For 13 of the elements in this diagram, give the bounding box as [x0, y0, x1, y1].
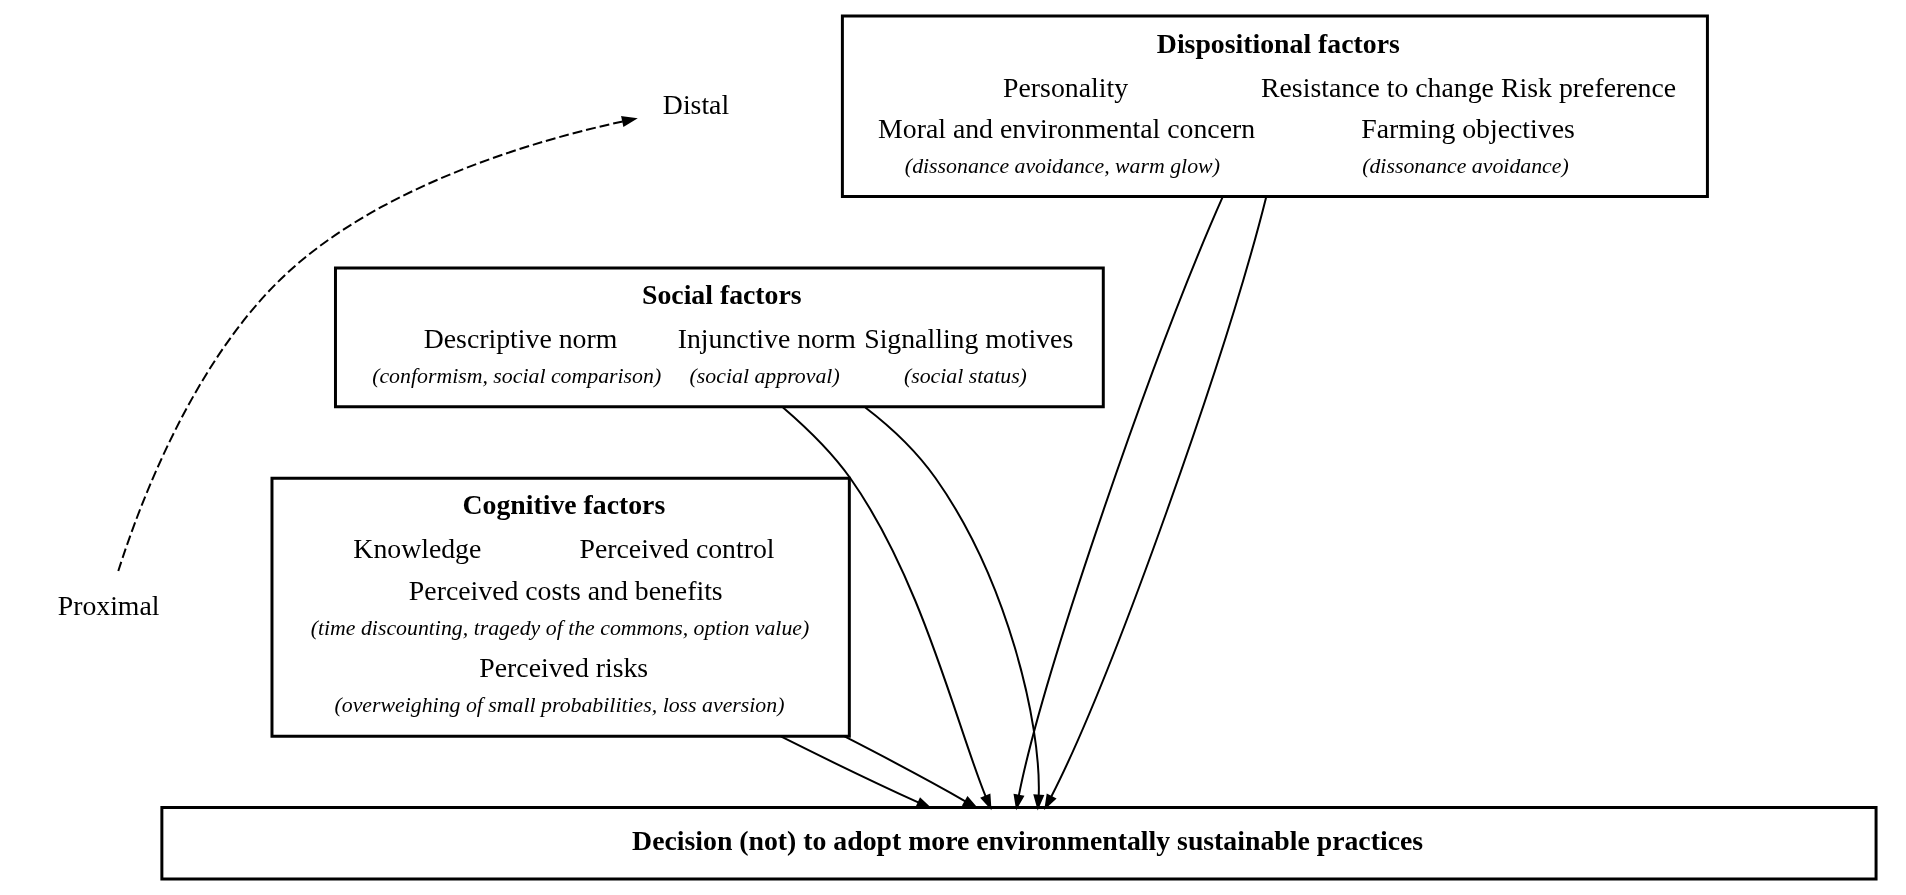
node-box: Cognitive factors Knowledge Perceived control Perceived costs and benefits (time discounting, tragedy of the commons, option value) Perceived risks (overweighing of small probabilities, loss aversion) — [270, 476, 851, 738]
node-box: Decision (not) to adopt more environmentally sustainable practices — [160, 806, 1878, 881]
arrow — [117, 116, 638, 573]
arrow — [1044, 195, 1268, 810]
node-box: Social factors Descriptive norm Injunctive norm Signalling motives (conformism, social comparison) (social approval) (social status) — [334, 266, 1105, 409]
node-box: Dispositional factors Personality Resistance to change Risk preference Moral and environmental concern Farming objectives (dissonance avoidance, warm glow) (dissonance avoidance) — [840, 14, 1709, 198]
arrow — [843, 735, 979, 809]
arrow — [1013, 195, 1224, 811]
node-text: Distal — [662, 88, 730, 120]
arrow — [779, 735, 933, 809]
arrow — [782, 406, 992, 811]
node-text: Proximal — [57, 589, 160, 621]
arrow — [864, 406, 1045, 811]
